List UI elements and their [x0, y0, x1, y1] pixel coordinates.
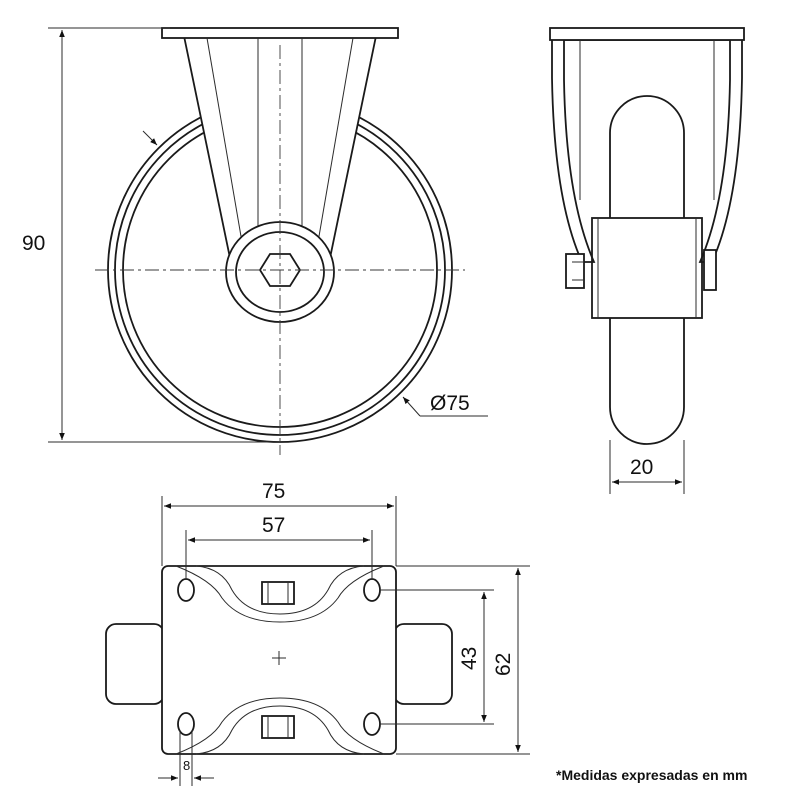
top-axle-bolt [261, 581, 295, 605]
dimension-slot: 8 [158, 730, 214, 786]
mount-hole-top-left [177, 578, 195, 602]
side-hub [591, 217, 703, 319]
front-view [95, 27, 465, 455]
dimension-height: 90 [22, 27, 280, 443]
dimension-plate-depth: 62 [396, 565, 530, 755]
dim-label-hole-spacing-y: 43 [458, 647, 481, 670]
dimension-wheel-width: 20 [609, 440, 685, 494]
fork-rib-right [316, 37, 354, 249]
wheel-stub-right [393, 623, 453, 705]
dimension-diameter: Ø75 [402, 392, 488, 417]
dimension-plate-width: 75 [161, 480, 397, 566]
dim-label-height: 90 [22, 232, 45, 255]
fork-outline-bottom-inner [175, 697, 385, 755]
side-view [549, 27, 745, 445]
side-top-plate [549, 27, 745, 41]
fork-outline-top-inner [175, 565, 385, 623]
dim-label-plate-width: 75 [262, 480, 285, 503]
mount-hole-bottom-left [177, 712, 195, 736]
dim-label-slot: 8 [183, 758, 190, 773]
mount-hole-top-right [363, 578, 381, 602]
dimension-hole-spacing-x: 57 [185, 514, 373, 580]
fork-outline-bottom [195, 705, 365, 755]
wheel-stub-left [105, 623, 165, 705]
dim-label-diameter: Ø75 [430, 392, 470, 415]
top-axle-nut [261, 715, 295, 739]
side-axle-bolt [565, 253, 585, 289]
dim-label-wheel-width: 20 [630, 456, 653, 479]
mount-hole-bottom-right [363, 712, 381, 736]
fork-rib-left [206, 37, 244, 249]
top-plate [161, 27, 399, 39]
tire-leader [142, 130, 158, 146]
top-view [105, 565, 453, 755]
dim-label-plate-depth: 62 [492, 653, 515, 676]
dimension-hole-spacing-y: 43 [380, 589, 494, 725]
units-note: *Medidas expresadas en mm [556, 767, 747, 783]
dim-label-hole-spacing-x: 57 [262, 514, 285, 537]
side-axle-nut [703, 249, 717, 291]
fork-outline-top [195, 565, 365, 615]
